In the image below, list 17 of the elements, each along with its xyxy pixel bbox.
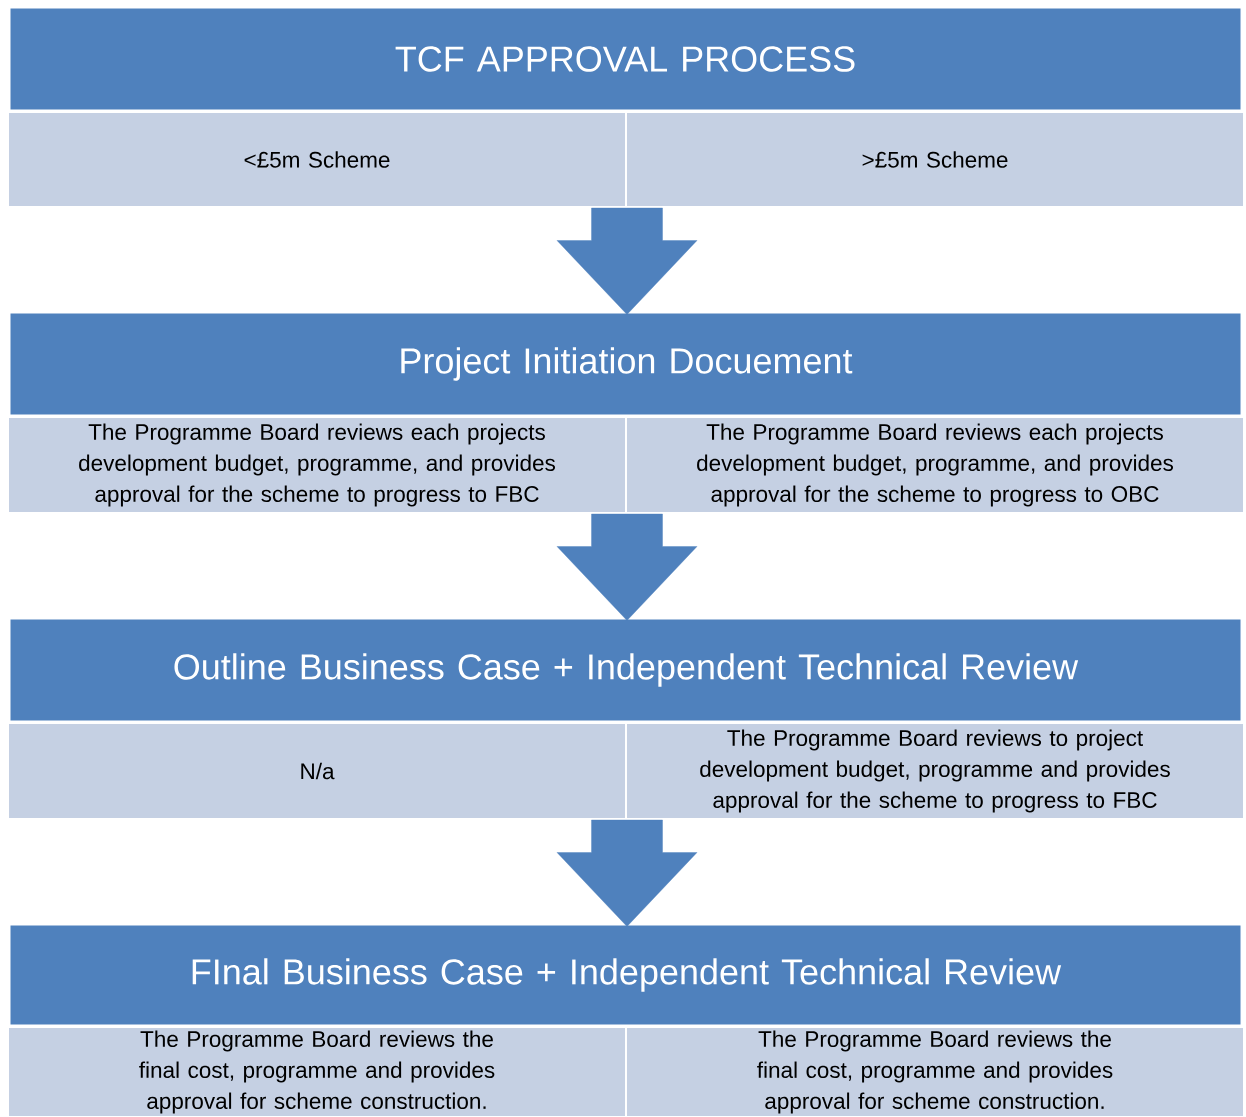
description-cell: N/a bbox=[7, 722, 627, 820]
description-cell: The Programme Board reviews to project development budget, programme and provides approval for the scheme to progress to FBC bbox=[625, 722, 1245, 820]
stage-header-band: FInal Business Case + Independent Technical Review bbox=[9, 924, 1242, 1026]
block-arrow bbox=[556, 207, 698, 315]
node-label: The Programme Board reviews the final cost, programme and provides approval for scheme construction. bbox=[757, 1030, 1113, 1114]
block-arrow bbox=[556, 819, 698, 927]
description-cell: <£5m Scheme bbox=[7, 111, 627, 208]
block-arrow bbox=[556, 513, 698, 621]
description-cell: The Programme Board reviews the final cost, programme and provides approval for scheme construction. bbox=[625, 1026, 1245, 1117]
description-cell: >£5m Scheme bbox=[625, 111, 1245, 208]
title-band: TCF APPROVAL PROCESS bbox=[9, 7, 1242, 111]
description-cell: The Programme Board reviews each projects development budget, programme, and provides approval for the scheme to progress to FBC bbox=[7, 416, 627, 514]
stage-header-band: Project Initiation Docuement bbox=[9, 312, 1242, 416]
description-cell: The Programme Board reviews each projects development budget, programme, and provides approval for the scheme to progress to OBC bbox=[625, 416, 1245, 514]
node-label: The Programme Board reviews the final cost, programme and provides approval for scheme construction. bbox=[139, 1030, 495, 1114]
description-cell: The Programme Board reviews the final cost, programme and provides approval for scheme construction. bbox=[7, 1026, 627, 1117]
stage-header-band: Outline Business Case + Independent Technical Review bbox=[9, 618, 1242, 722]
